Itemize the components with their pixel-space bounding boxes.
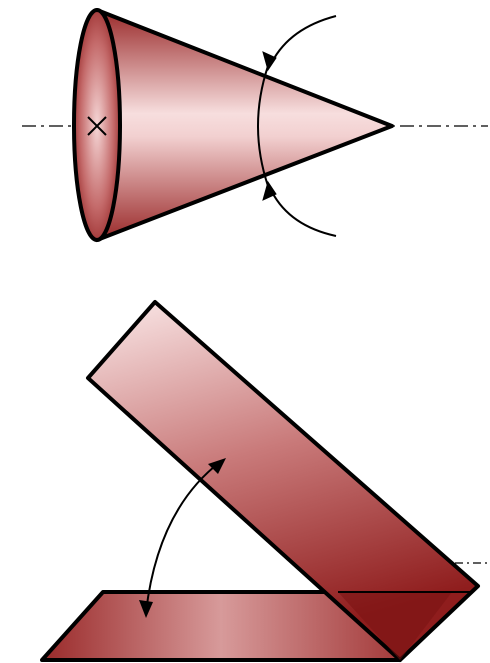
cone-body [95, 8, 394, 242]
plates-panel [40, 300, 490, 662]
arc-lower-arrowhead [139, 600, 153, 618]
upper-arrow [271, 15, 337, 63]
cone-panel [22, 8, 488, 242]
angle-arc-double-arrow [145, 461, 221, 613]
lower-arrow [271, 191, 337, 237]
overlap-region [338, 592, 452, 660]
upper-arrowhead [262, 51, 277, 72]
base-center-cross [87, 116, 107, 136]
arc-upper-arrowhead [208, 458, 226, 474]
lower-arrowhead [262, 180, 277, 201]
apex-angle-arc [257, 65, 269, 187]
